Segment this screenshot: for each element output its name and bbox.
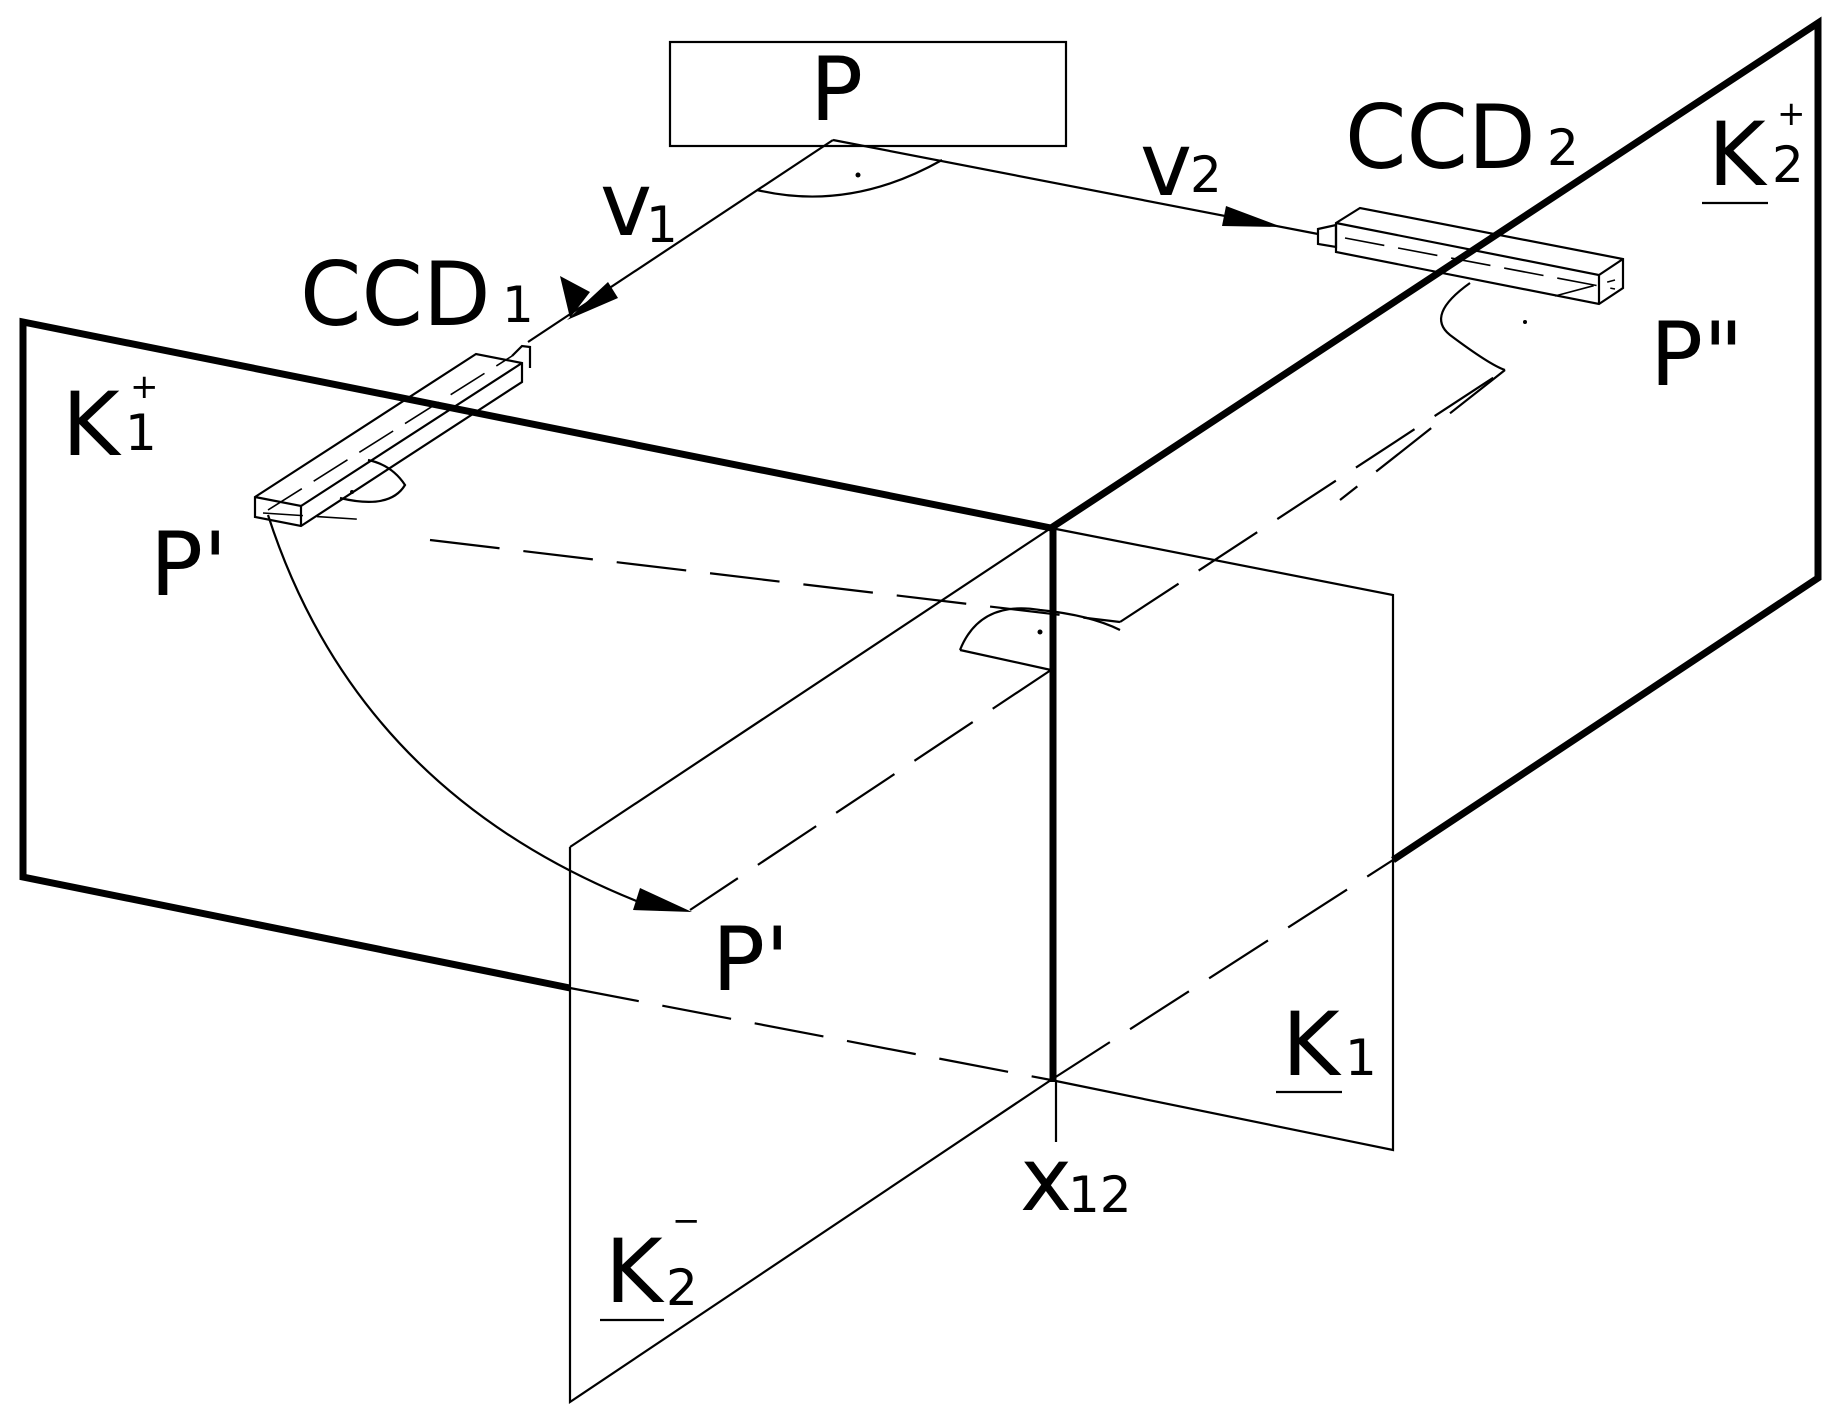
label-k1-bottom-sub: 1 xyxy=(1345,1029,1377,1087)
label-v1: v xyxy=(600,153,652,256)
ray-v1 xyxy=(527,139,834,343)
proj-dash-1 xyxy=(429,538,1121,624)
hidden-edge-k2 xyxy=(1050,859,1394,1081)
label-k2-minus-sup: − xyxy=(672,1201,701,1241)
angle-dot-center xyxy=(1037,629,1043,635)
angle-dot-p xyxy=(855,172,861,178)
proj-dash-4 xyxy=(689,669,1052,911)
label-ccd2: CCD xyxy=(1345,86,1536,189)
arrow-v2-head xyxy=(1222,206,1282,227)
angle-arc-p xyxy=(756,159,943,198)
label-p-top: P xyxy=(810,38,863,141)
hidden-edge-k1 xyxy=(569,986,1052,1082)
angle-arc-center xyxy=(958,607,1121,651)
label-v2: v xyxy=(1140,113,1192,216)
label-p-prime-upper: P' xyxy=(150,513,227,616)
label-p-double-prime: P" xyxy=(1650,303,1744,406)
proj-dash-3 xyxy=(1339,369,1506,501)
label-ccd1: CCD xyxy=(300,243,491,346)
ccd2-camera xyxy=(1316,206,1625,372)
object-box xyxy=(668,40,1068,148)
label-p-prime-lower: P' xyxy=(712,908,789,1011)
arrow-v1-head xyxy=(567,282,618,320)
arrow-rotation-head xyxy=(633,888,692,912)
label-v2-sub: 2 xyxy=(1190,146,1222,204)
label-k1-plus-sup: + xyxy=(130,367,159,407)
label-k1-plus-sub: 1 xyxy=(125,404,157,462)
ccd1-camera xyxy=(253,344,532,528)
label-k2-minus-sub: 2 xyxy=(666,1259,698,1317)
label-k1-bottom: K xyxy=(1282,993,1342,1096)
proj-dash-2 xyxy=(1119,369,1506,623)
rotation-arc xyxy=(266,514,661,912)
label-k2-minus: K xyxy=(605,1220,665,1323)
label-ccd1-sub: 1 xyxy=(502,276,534,334)
label-x12-sub: 12 xyxy=(1068,1166,1132,1224)
plane-k1-plus xyxy=(19,317,1052,992)
arrow-v1 xyxy=(560,276,590,318)
plane-k2-plus xyxy=(1049,16,1822,863)
label-k2-plus: K xyxy=(1708,103,1768,206)
plane-k1-lower xyxy=(1050,526,1395,1152)
label-k2-plus-sub: 2 xyxy=(1772,136,1804,194)
label-ccd2-sub: 2 xyxy=(1547,119,1579,177)
label-v1-sub: 1 xyxy=(646,196,678,254)
plane-k2-minus xyxy=(568,527,1052,1405)
label-k2-plus-sup: + xyxy=(1777,94,1806,134)
label-x12: x xyxy=(1020,1128,1072,1231)
label-k1-plus: K xyxy=(62,373,122,476)
